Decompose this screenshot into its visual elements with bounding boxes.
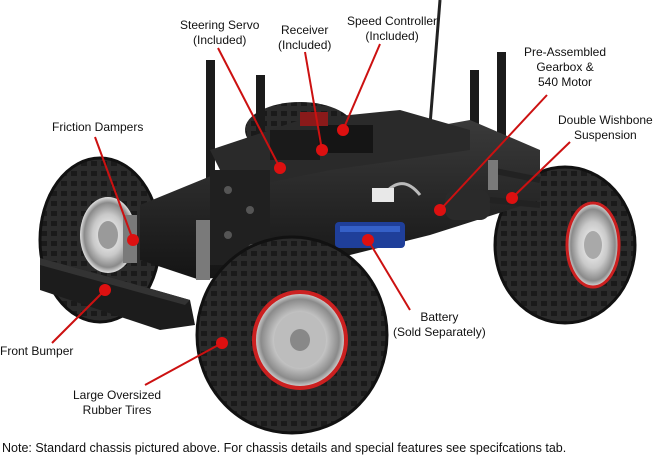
front-right-tire [195,235,389,435]
label-battery: Battery(Sold Separately) [393,310,486,339]
callout-dot-receiver [316,144,328,156]
callout-dot-double-wishbone [506,192,518,204]
callout-dot-gearbox-motor [434,204,446,216]
leader-battery [367,239,411,311]
leader-receiver [304,51,323,151]
callout-dot-front-bumper [99,284,111,296]
leader-steering-servo [217,47,281,169]
label-front-bumper: Front Bumper [0,344,74,358]
callout-dot-steering-servo [274,162,286,174]
rc-chassis-photo [38,0,637,435]
label-receiver: Receiver(Included) [278,23,332,52]
leader-double-wishbone [511,141,571,199]
leader-speed-controller [342,43,381,131]
leader-front-bumper [51,289,106,344]
callout-dot-battery [362,234,374,246]
callout-dot-tires [216,337,228,349]
callout-dot-friction-dampers [127,234,139,246]
front-bumper-part [40,258,195,330]
callout-dot-speed-controller [337,124,349,136]
leader-tires [144,342,223,386]
label-friction-dampers: Friction Dampers [52,120,144,134]
footnote: Note: Standard chassis pictured above. F… [2,441,567,455]
leader-friction-dampers [94,136,134,241]
callout-leaders [51,43,571,386]
label-steering-servo: Steering Servo(Included) [180,18,260,47]
leader-gearbox-motor [439,94,548,211]
label-speed-controller: Speed Controller(Included) [347,14,438,43]
